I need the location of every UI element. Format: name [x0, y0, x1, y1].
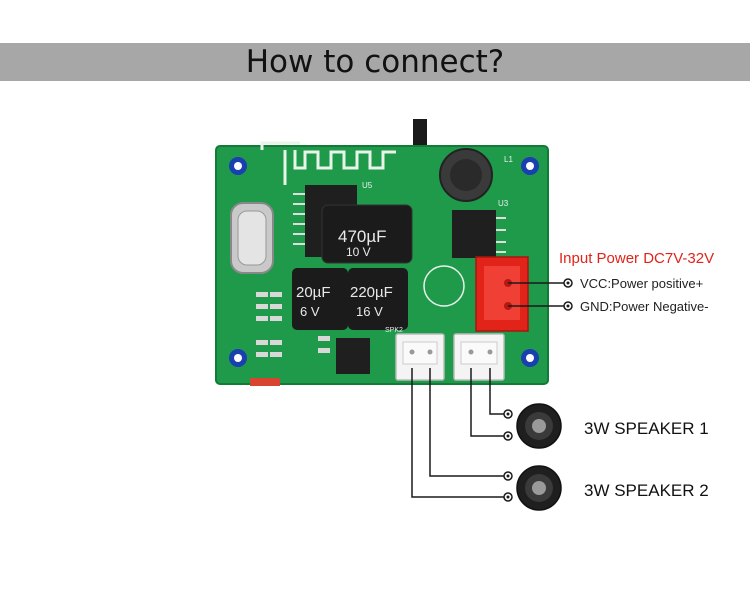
power-terminal: [475, 256, 529, 332]
silk-l1: L1: [504, 155, 513, 164]
smd-components: [256, 292, 330, 357]
cap-large-voltage: 10 V: [346, 245, 371, 259]
speaker-connector-2: [453, 333, 505, 381]
header-banner: How to connect?: [0, 43, 750, 81]
antenna-trace: [260, 141, 396, 185]
power-title: Input Power DC7V-32V: [559, 250, 714, 267]
silk-u3: U3: [498, 199, 509, 208]
speaker-2-label: 3W SPEAKER 2: [584, 481, 709, 500]
red-led-part: [250, 378, 280, 386]
power-terminal-markers: [563, 278, 573, 311]
gnd-label: GND:Power Negative-: [580, 299, 709, 314]
cap-b-voltage: 16 V: [356, 304, 383, 319]
vcc-label: VCC:Power positive+: [580, 276, 703, 291]
page-title: How to connect?: [245, 44, 505, 80]
capacitor-220uf: [348, 268, 408, 330]
cap-a-voltage: 6 V: [300, 304, 320, 319]
silk-spk: SPK2: [385, 327, 403, 334]
capacitor-20uf: [292, 268, 348, 330]
switch-lever: [413, 119, 427, 149]
capacitor-470uf: [321, 204, 413, 264]
speaker-2-icon: [516, 465, 562, 511]
speaker-connector-1: [395, 333, 445, 381]
speaker-1-icon: [516, 403, 562, 449]
silk-u5: U5: [362, 181, 373, 190]
power-wires: [508, 282, 564, 307]
speaker-wire-markers: [503, 409, 513, 502]
speaker-1-label: 3W SPEAKER 1: [584, 419, 709, 438]
cap-large-value: 470µF: [338, 227, 387, 246]
speaker-wires: [411, 368, 504, 498]
mounting-holes: [229, 157, 539, 367]
chip-amplifier: [336, 338, 370, 374]
cap-b-value: 220µF: [350, 284, 393, 301]
chip-u3: [452, 210, 496, 258]
cap-a-value: 20µF: [296, 284, 331, 301]
silk-cap-outline: [423, 265, 465, 307]
